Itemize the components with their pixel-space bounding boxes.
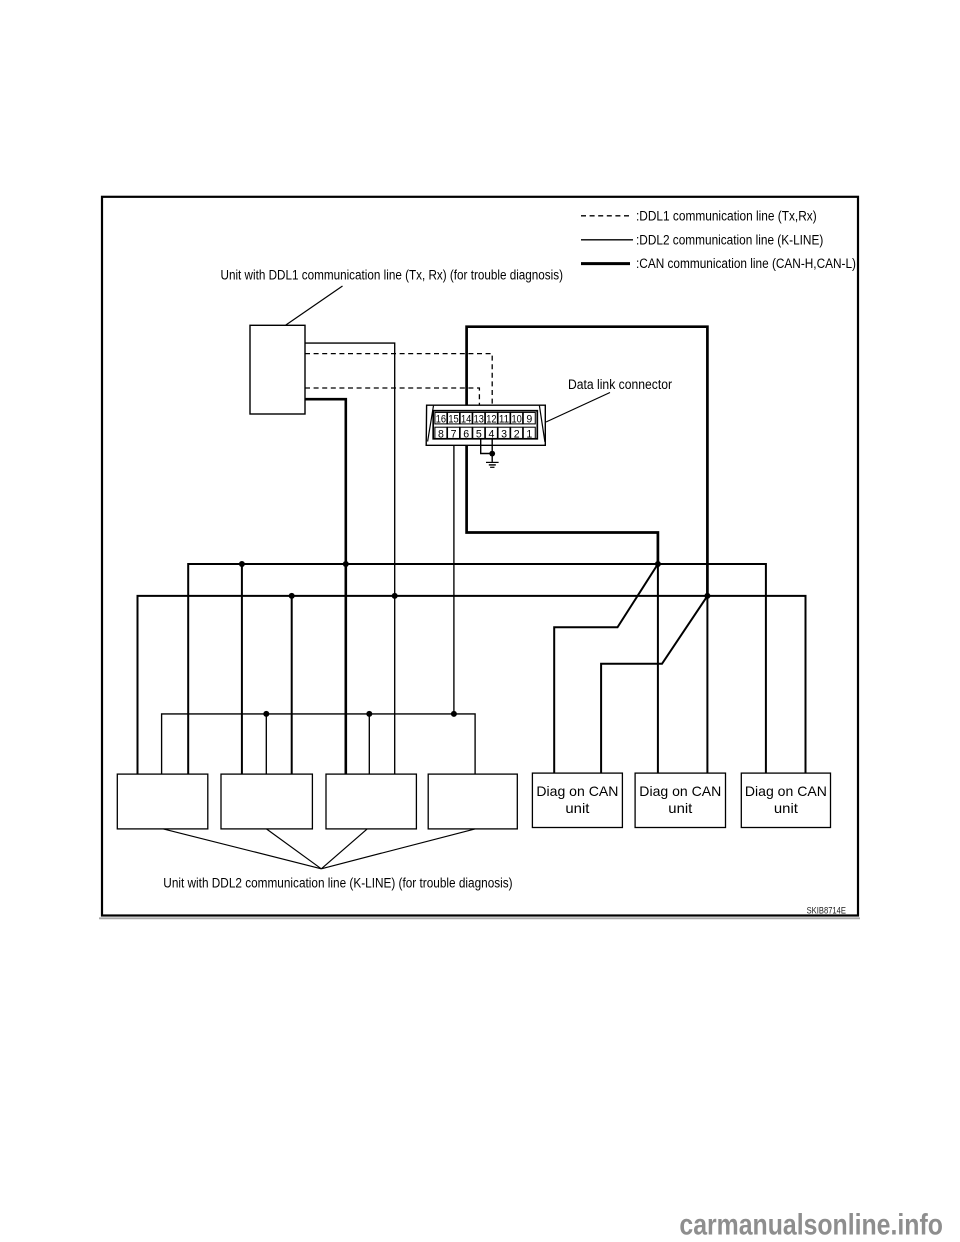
svg-text:8: 8 xyxy=(438,428,444,440)
svg-text:10: 10 xyxy=(512,414,522,426)
svg-text:12: 12 xyxy=(486,414,496,426)
svg-text:Diag on CAN: Diag on CAN xyxy=(639,784,721,799)
svg-text:13: 13 xyxy=(474,414,484,426)
svg-text:SKIB8714E: SKIB8714E xyxy=(807,906,846,916)
svg-text::CAN communication line (CAN-H: :CAN communication line (CAN-H,CAN-L) xyxy=(636,256,856,271)
svg-text::DDL2 communication line (K-LI: :DDL2 communication line (K-LINE) xyxy=(636,232,823,247)
svg-text:Unit with DDL1 communication l: Unit with DDL1 communication line (Tx, R… xyxy=(221,268,564,283)
svg-text:5: 5 xyxy=(476,428,482,440)
svg-text:15: 15 xyxy=(448,414,458,426)
svg-text:3: 3 xyxy=(501,428,507,440)
svg-text:carmanualsonline.info: carmanualsonline.info xyxy=(679,1209,943,1242)
svg-text:9: 9 xyxy=(526,414,532,426)
svg-text:Diag on CAN: Diag on CAN xyxy=(745,784,827,799)
svg-text:6: 6 xyxy=(463,428,469,440)
svg-text:2: 2 xyxy=(514,428,520,440)
svg-text::DDL1 communication line (Tx,R: :DDL1 communication line (Tx,Rx) xyxy=(636,208,817,223)
svg-text:unit: unit xyxy=(565,801,589,816)
svg-text:14: 14 xyxy=(461,414,471,426)
svg-text:4: 4 xyxy=(488,428,494,440)
svg-text:unit: unit xyxy=(668,801,692,816)
svg-text:unit: unit xyxy=(774,801,798,816)
svg-text:16: 16 xyxy=(436,414,446,426)
svg-text:11: 11 xyxy=(499,414,509,426)
svg-text:Unit with DDL2 communication l: Unit with DDL2 communication line (K-LIN… xyxy=(163,876,512,891)
svg-text:1: 1 xyxy=(526,428,532,440)
svg-text:Data link connector: Data link connector xyxy=(568,377,672,392)
svg-text:Diag on CAN: Diag on CAN xyxy=(536,784,618,799)
svg-text:7: 7 xyxy=(451,428,457,440)
